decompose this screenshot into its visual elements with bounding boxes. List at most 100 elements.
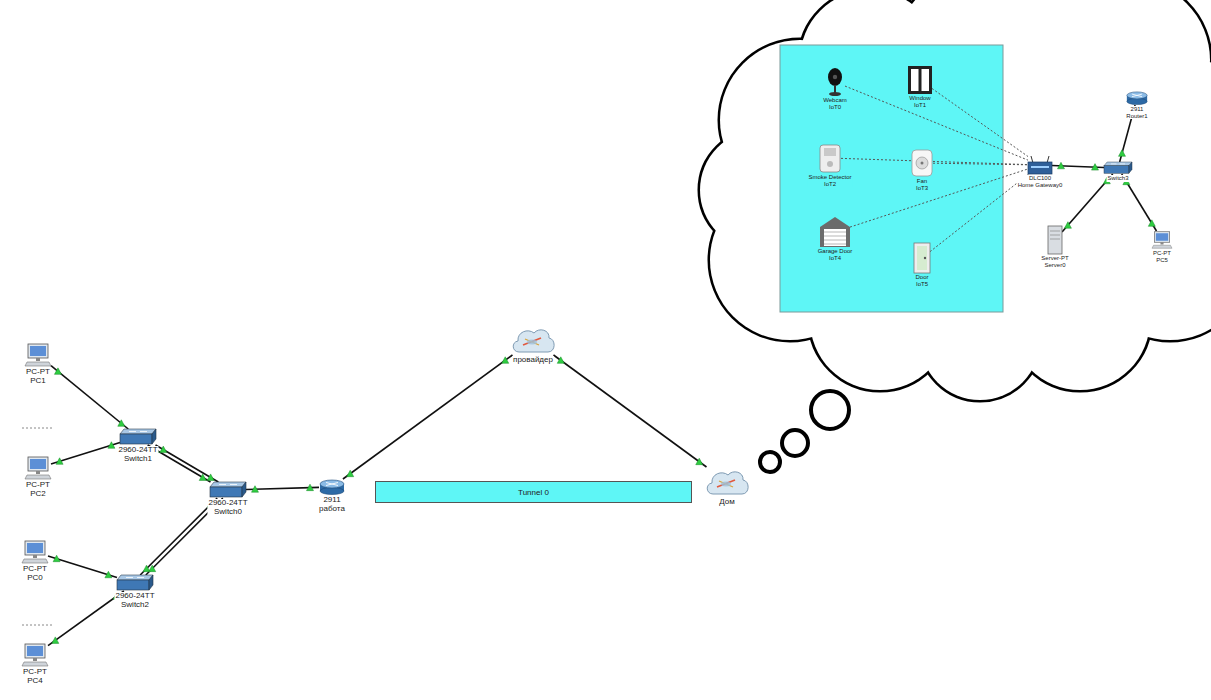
icon-part xyxy=(25,541,45,555)
device-label: IoT2 xyxy=(807,181,852,188)
icon-part xyxy=(117,580,149,590)
device-label: IoT4 xyxy=(817,255,854,262)
wireless-link xyxy=(841,158,1028,164)
link-light xyxy=(1092,164,1099,171)
device-label: Smoke Detector xyxy=(807,174,852,181)
device-label: 2911 xyxy=(1125,106,1148,113)
icon-part xyxy=(242,482,246,497)
device-label: PC-PT xyxy=(22,565,48,574)
icon-part xyxy=(326,483,338,486)
device-icon xyxy=(1152,231,1172,249)
device-label-box: PC-PTPC0 xyxy=(22,565,48,583)
link-light xyxy=(1148,220,1155,227)
icon-part xyxy=(824,229,846,246)
device-icon xyxy=(1048,226,1062,254)
device-label-box: WindowIoT1 xyxy=(908,95,931,108)
icon-part xyxy=(33,555,37,558)
icon-part xyxy=(717,480,735,487)
link-light xyxy=(108,442,115,449)
icon-part xyxy=(833,75,837,79)
device-label-box: Switch3 xyxy=(1106,175,1129,182)
icon-part xyxy=(120,434,152,444)
device-switch: 2960-24TTSwitch1 xyxy=(120,429,156,445)
cable-link xyxy=(1062,174,1113,232)
device-icon xyxy=(25,343,51,367)
icon-part xyxy=(210,482,246,487)
icon-part xyxy=(917,246,927,270)
device-icon xyxy=(820,217,850,247)
icon-part xyxy=(513,330,554,352)
link-light xyxy=(56,458,63,465)
icon-part xyxy=(320,488,344,495)
icon-part xyxy=(1154,232,1169,243)
device-label: 2911 xyxy=(318,496,346,505)
icon-part xyxy=(25,644,45,658)
icon-part xyxy=(1104,162,1132,166)
device-label: 2960-24TT xyxy=(207,499,248,508)
device-label: IoT3 xyxy=(915,185,929,192)
device-switch: 2960-24TTSwitch2 xyxy=(117,575,153,591)
icon-part xyxy=(1050,235,1060,236)
icon-part xyxy=(719,481,733,487)
device-label-box: PC-PTPC1 xyxy=(25,368,51,386)
icon-part xyxy=(22,662,48,666)
link-light xyxy=(347,470,354,477)
device-cloud: Дом xyxy=(704,467,750,497)
device-icon xyxy=(1028,156,1052,174)
device-icon xyxy=(1126,91,1148,105)
icon-part xyxy=(828,68,842,86)
device-label: Switch1 xyxy=(117,455,158,464)
icon-part xyxy=(30,459,46,469)
device-label-box: WebcamIoT0 xyxy=(822,97,848,110)
thought-bubbles xyxy=(760,391,849,472)
icon-part xyxy=(117,575,153,580)
device-icon xyxy=(25,456,51,480)
icon-part xyxy=(126,577,144,578)
device-label: Switch2 xyxy=(114,601,155,610)
cable-link xyxy=(51,366,128,429)
link-light xyxy=(118,420,125,427)
icon-part xyxy=(922,69,930,91)
device-label-box: провайдер xyxy=(512,356,554,365)
cable-link xyxy=(140,498,217,575)
link-light xyxy=(207,474,214,481)
device-icon xyxy=(819,143,841,173)
icon-part xyxy=(36,471,40,474)
wireless-link xyxy=(930,174,1029,252)
icon-part xyxy=(1104,166,1129,174)
device-label-box: PC-PTPC4 xyxy=(22,668,48,686)
ellipsis-dots xyxy=(22,428,52,429)
link-light xyxy=(160,446,167,453)
icon-part xyxy=(320,480,344,488)
icon-part xyxy=(820,217,850,247)
device-icon xyxy=(319,479,345,495)
icon-part xyxy=(527,340,537,345)
device-label-box: FanIoT3 xyxy=(915,178,929,191)
device-label: IoT1 xyxy=(908,102,931,109)
icon-part xyxy=(824,236,846,237)
device-cloud: провайдер xyxy=(510,325,556,355)
device-pc: PC-PTPC4 xyxy=(22,643,48,667)
wireless-link xyxy=(850,169,1028,227)
device-pc: PC-PTPC0 xyxy=(22,540,48,564)
cable-link xyxy=(343,355,513,479)
icon-part xyxy=(120,429,156,434)
device-icon xyxy=(120,429,156,445)
device-label: Window xyxy=(908,95,931,102)
device-icon xyxy=(704,467,750,497)
icon-part xyxy=(914,243,930,273)
cable-link xyxy=(48,556,117,577)
cable-link xyxy=(553,355,706,467)
device-label: PC1 xyxy=(25,377,51,386)
device-label: IoT5 xyxy=(914,281,929,288)
ellipsis-dots xyxy=(22,625,52,626)
icon-part xyxy=(210,487,242,497)
device-label-box: Garage DoorIoT4 xyxy=(817,248,854,261)
device-label-box: 2911Router1 xyxy=(1125,106,1148,119)
device-switch: Switch3 xyxy=(1104,162,1132,174)
thought-cloud-outline xyxy=(700,0,1211,400)
device-label: PC5 xyxy=(1152,257,1172,264)
icon-part xyxy=(911,69,919,91)
link-light xyxy=(1057,162,1064,169)
